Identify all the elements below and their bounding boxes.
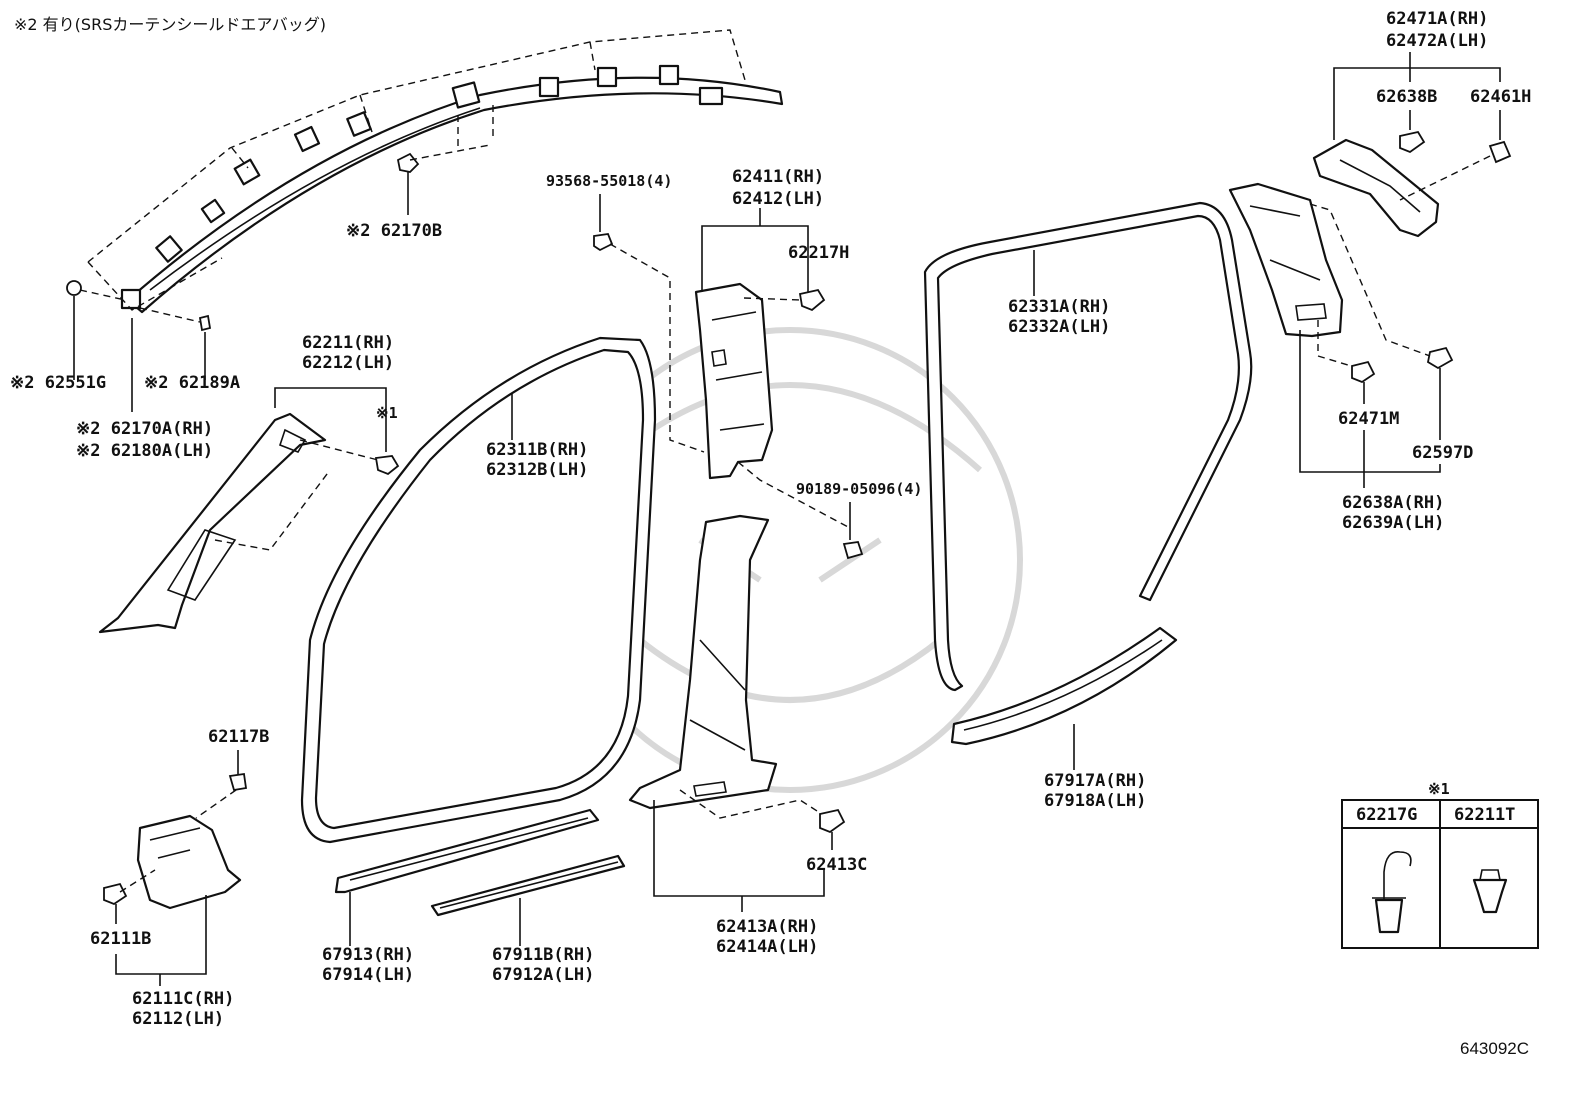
label-67913: 67913(RH) <box>322 945 414 965</box>
label-62638b: 62638B <box>1376 87 1437 107</box>
marker-note-1: ※1 <box>376 404 398 422</box>
a-pillar-trim-part <box>98 412 327 634</box>
rear-door-weatherstrip-part <box>923 201 1253 692</box>
label-62639a: 62639A(LH) <box>1342 513 1444 533</box>
label-67914: 67914(LH) <box>322 965 414 985</box>
label-62472a: 62472A(LH) <box>1386 31 1488 51</box>
front-scuff-plate-67911b <box>430 854 626 917</box>
dash-90189 <box>737 461 851 529</box>
label-62414a: 62414A(LH) <box>716 937 818 957</box>
clip-62217g-illustration <box>1372 851 1412 934</box>
label-62111b: 62111B <box>90 929 151 949</box>
c-pillar-trim-part <box>1228 182 1344 338</box>
cowl-side-trim-part <box>136 814 242 910</box>
label-62180a: ※2 62180A(LH) <box>76 441 213 461</box>
bracket-62411 <box>701 225 809 296</box>
dash-62597d <box>1309 203 1431 357</box>
clip-62111b <box>103 869 156 924</box>
label-62312b: 62312B(LH) <box>486 460 588 480</box>
label-90189: 90189-05096(4) <box>796 480 922 498</box>
clip-62189a <box>139 307 212 380</box>
label-67911b: 67911B(RH) <box>492 945 594 965</box>
dash-62211b <box>214 469 331 551</box>
clip-62461h <box>1399 140 1512 201</box>
label-62412: 62412(LH) <box>732 189 824 209</box>
clip-62117b <box>195 750 248 819</box>
dash-62211 <box>299 439 379 461</box>
front-scuff-plate-67913 <box>334 808 600 894</box>
clip-62471m <box>1351 360 1376 404</box>
bracket-62413a <box>653 800 825 897</box>
label-62413c: 62413C <box>806 855 867 875</box>
label-62217h: 62217H <box>788 243 849 263</box>
label-62112: 62112(LH) <box>132 1009 224 1029</box>
roof-rail-dashed-outline <box>87 29 746 311</box>
label-62170a: ※2 62170A(RH) <box>76 419 213 439</box>
legend-marker: ※1 <box>1428 780 1450 798</box>
label-62189a: ※2 62189A <box>144 373 240 393</box>
clip-62551g <box>66 280 126 380</box>
front-door-weatherstrip-part <box>300 336 657 844</box>
clip-62170b <box>396 144 491 215</box>
label-67917a: 67917A(RH) <box>1044 771 1146 791</box>
clip-62638b <box>1399 130 1426 154</box>
clip-62211t-illustration <box>1472 869 1508 914</box>
label-62212: 62212(LH) <box>302 353 394 373</box>
clip-90189 <box>842 502 864 560</box>
clip-62413c <box>819 808 846 850</box>
label-62597d: 62597D <box>1412 443 1473 463</box>
label-67918a: 67918A(LH) <box>1044 791 1146 811</box>
label-62471a: 62471A(RH) <box>1386 9 1488 29</box>
bracket-62211 <box>274 387 387 452</box>
clip-62217h <box>743 288 826 312</box>
label-62111c: 62111C(RH) <box>132 989 234 1009</box>
airbag-note: ※2 有り(SRSカーテンシールドエアバッグ) <box>14 15 326 34</box>
bracket-62471a <box>1333 67 1501 140</box>
legend-box: ※1 62217G 62211T <box>1341 780 1539 949</box>
clip-62211t <box>374 455 400 476</box>
label-62211: 62211(RH) <box>302 333 394 353</box>
label-62170b: ※2 62170B <box>346 221 442 241</box>
label-93568: 93568-55018(4) <box>546 172 672 190</box>
clip-62597d <box>1426 346 1454 440</box>
screw-93568 <box>593 194 705 453</box>
bracket-62638a <box>1299 330 1441 473</box>
dash-62413 <box>679 789 829 819</box>
label-62471m: 62471M <box>1338 409 1399 429</box>
label-62411: 62411(RH) <box>732 167 824 187</box>
dash-62471m <box>1317 320 1359 369</box>
label-62461h: 62461H <box>1470 87 1531 107</box>
bracket-62111c <box>115 895 207 975</box>
label-62332a: 62332A(LH) <box>1008 317 1110 337</box>
label-62331a: 62331A(RH) <box>1008 297 1110 317</box>
diagram-code: 643092C <box>1460 1039 1529 1058</box>
label-67912a: 67912A(LH) <box>492 965 594 985</box>
c-pillar-upper-garnish-part <box>1312 138 1440 238</box>
label-62551g: ※2 62551G <box>10 373 106 393</box>
label-62413a: 62413A(RH) <box>716 917 818 937</box>
label-62311b: 62311B(RH) <box>486 440 588 460</box>
b-pillar-lower-trim-part <box>628 514 778 810</box>
legend-col2-label: 62211T <box>1454 805 1515 825</box>
label-62638a: 62638A(RH) <box>1342 493 1444 513</box>
label-62117b: 62117B <box>208 727 269 747</box>
roof-side-rail-part <box>120 64 784 314</box>
b-pillar-upper-trim-part <box>694 282 774 480</box>
legend-col1-label: 62217G <box>1356 805 1417 825</box>
rear-scuff-plate-part <box>950 626 1178 746</box>
leaders-62638b-62461h <box>1409 110 1501 140</box>
